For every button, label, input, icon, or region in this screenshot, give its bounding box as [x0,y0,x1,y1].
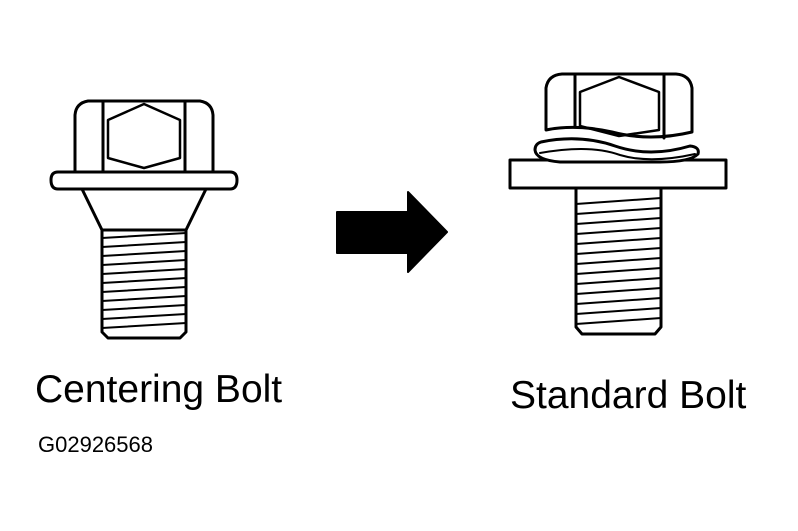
standard-bolt-threads [575,197,662,325]
standard-bolt-hex-head [544,72,694,139]
arrow-right-icon [336,191,448,273]
standard-bolt-washer [508,158,728,190]
standard-bolt-flange-edge [539,148,696,161]
standard-bolt-icon [508,72,728,336]
centering-bolt-taper [80,187,208,232]
centering-bolt-threads [101,232,187,329]
figure-code: G02926568 [38,432,153,457]
standard-bolt-label: Standard Bolt [510,374,747,417]
centering-bolt-hex-head [73,99,215,174]
standard-bolt-flange [533,137,700,164]
centering-bolt-label: Centering Bolt [35,368,283,411]
centering-bolt-icon [49,99,239,340]
standard-bolt-head-center-face [578,75,661,138]
centering-bolt-shank [100,228,188,340]
centering-bolt-head-center-face [106,102,182,170]
centering-bolt-flange [49,170,239,191]
